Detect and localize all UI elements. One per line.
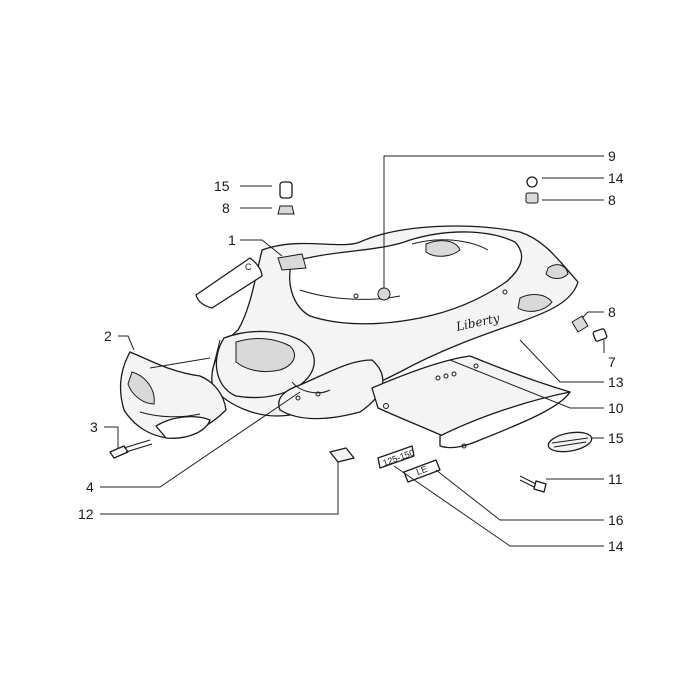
callout-1: 1 [228, 232, 236, 248]
decal-le: LE [403, 459, 441, 483]
side-spoiler-10 [439, 391, 571, 449]
callout-16: 16 [608, 512, 624, 528]
callout-11: 11 [608, 471, 623, 487]
clip-12 [329, 447, 355, 463]
svg-text:C: C [245, 262, 252, 272]
callout-7: 7 [608, 354, 616, 370]
callout-10: 10 [608, 400, 624, 416]
screw-11 [519, 475, 547, 493]
callout-14-bottom: 14 [608, 538, 624, 554]
nut-8-top-right [525, 192, 539, 204]
nut-8-right [571, 315, 589, 333]
body-shell: Liberty [211, 225, 579, 420]
callout-13: 13 [608, 374, 624, 390]
callout-3: 3 [90, 419, 98, 435]
leader-lines [100, 155, 605, 547]
screw-3 [109, 439, 153, 459]
nut-8-top-left [277, 205, 295, 215]
washer-14-top [526, 176, 538, 188]
grommet-9 [377, 287, 391, 301]
callout-2: 2 [104, 328, 112, 344]
grill-15 [547, 431, 593, 453]
callout-14-top-right: 14 [608, 170, 624, 186]
plug-15-top [279, 181, 293, 199]
callout-4: 4 [86, 479, 94, 495]
left-side-bracket: C [195, 257, 263, 309]
callout-8-right: 8 [608, 304, 616, 320]
callout-15-top-left: 15 [214, 178, 230, 194]
callout-9: 9 [608, 148, 616, 164]
spacer-7 [592, 328, 608, 342]
callout-8-top-right: 8 [608, 192, 616, 208]
callout-8-top-left: 8 [222, 200, 230, 216]
callout-15-right: 15 [608, 430, 624, 446]
callout-labels: 15 8 1 9 14 8 2 3 4 12 8 7 13 10 15 11 1… [78, 148, 624, 554]
callout-12: 12 [78, 506, 94, 522]
front-lower-cover-2 [119, 351, 227, 439]
svg-text:LE: LE [415, 464, 429, 477]
decal-125-150: 125-150 [377, 445, 416, 469]
